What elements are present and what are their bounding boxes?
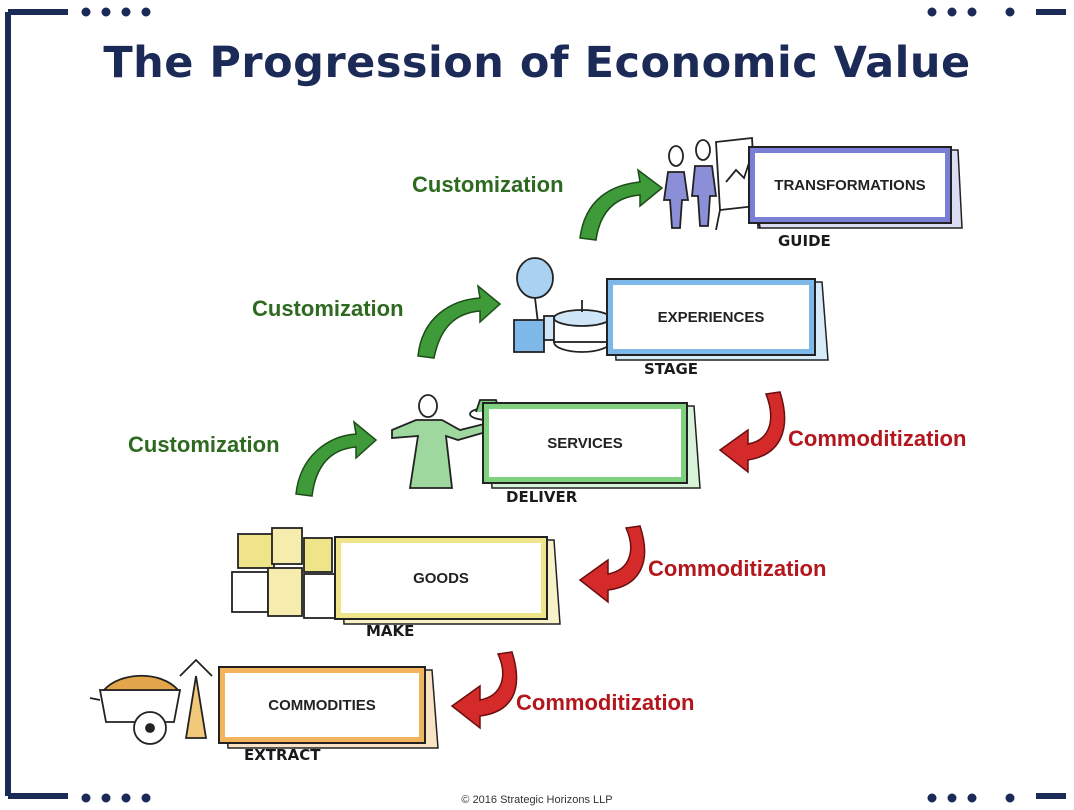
stage-label: GOODS: [413, 569, 469, 587]
commoditization-arrows: [450, 391, 786, 730]
dot: [81, 793, 91, 803]
copyright-text: © 2016 Strategic Horizons LLP: [461, 794, 613, 806]
commoditization-label: Commoditization: [516, 690, 695, 715]
dot: [1005, 793, 1015, 803]
dot: [967, 793, 977, 803]
customization-arrow-icon: [295, 420, 378, 497]
dot: [947, 793, 957, 803]
dot: [121, 7, 131, 17]
customization-label: Customization: [252, 296, 404, 321]
dot: [101, 7, 111, 17]
dot: [967, 7, 977, 17]
commoditization-arrow-icon: [718, 391, 786, 474]
customization-label: Customization: [412, 172, 564, 197]
stage-commodities: COMMODITIES: [218, 666, 426, 744]
stage-label: COMMODITIES: [268, 696, 376, 714]
party-icon: [513, 257, 611, 353]
customization-label: Customization: [128, 432, 280, 457]
stage-goods: GOODS: [334, 536, 548, 620]
left-bracket: [5, 9, 68, 799]
stage-experiences: EXPERIENCES: [606, 278, 816, 356]
stage-verb: DELIVER: [506, 488, 578, 506]
dot: [1005, 7, 1015, 17]
commoditization-arrow-icon: [450, 651, 518, 730]
stage-label: TRANSFORMATIONS: [774, 176, 926, 194]
dot: [101, 793, 111, 803]
customization-arrow-icon: [579, 168, 664, 241]
stage-verb: EXTRACT: [244, 746, 321, 764]
page-title: The Progression of Economic Value: [103, 38, 971, 88]
dot: [141, 7, 151, 17]
coach-people-icon: [662, 137, 761, 231]
stage-services: SERVICES: [482, 402, 688, 484]
dot: [947, 7, 957, 17]
commoditization-label: Commoditization: [648, 556, 827, 581]
stage-verb: STAGE: [644, 360, 699, 378]
dot: [81, 7, 91, 17]
harvest-cart-icon: [89, 658, 213, 745]
stage-transformations: TRANSFORMATIONS: [748, 146, 952, 224]
dot: [927, 7, 937, 17]
dot: [121, 793, 131, 803]
stage-verb: MAKE: [366, 622, 415, 640]
commoditization-arrow-icon: [578, 525, 646, 604]
customization-arrow-icon: [417, 284, 502, 359]
dot: [141, 793, 151, 803]
stage-label: EXPERIENCES: [657, 308, 765, 326]
stage-verb: GUIDE: [778, 232, 831, 250]
customization-arrows: [295, 168, 664, 497]
stage-label: SERVICES: [547, 434, 623, 452]
products-icon: [231, 527, 337, 619]
dot: [927, 793, 937, 803]
right-bracket: [1036, 9, 1066, 799]
commoditization-label: Commoditization: [788, 426, 967, 451]
